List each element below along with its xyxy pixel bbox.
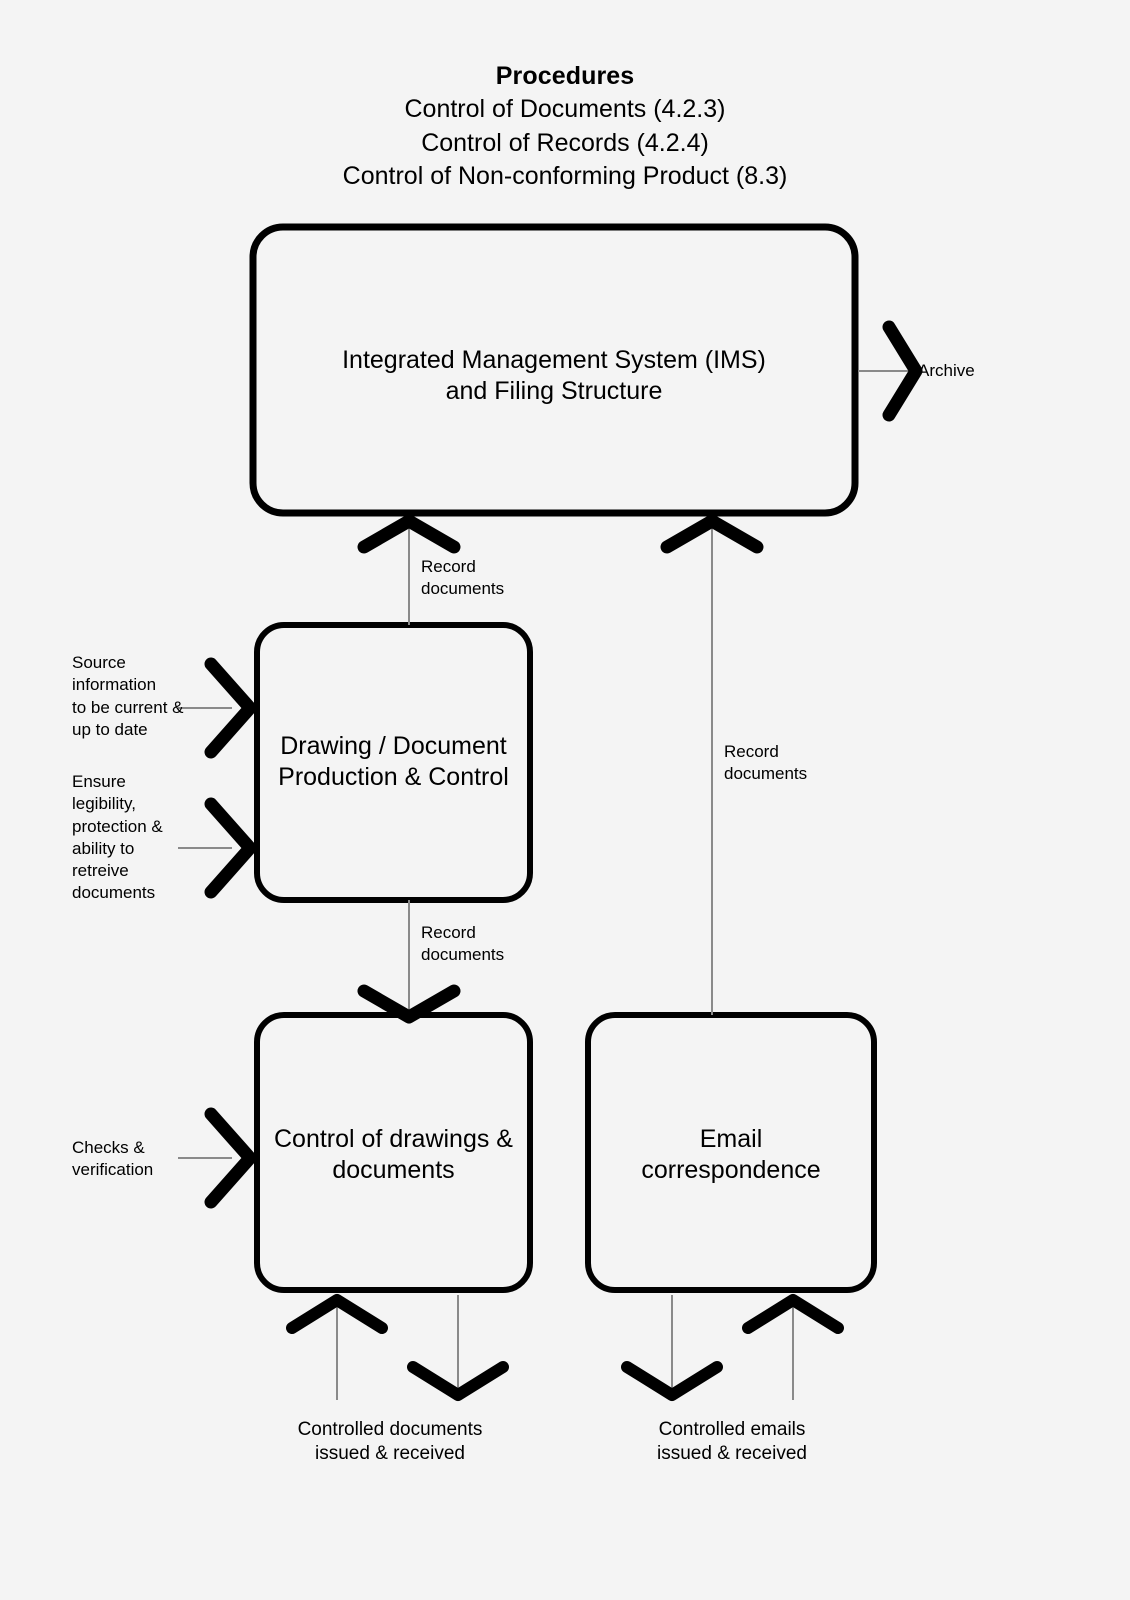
diagram-header: Procedures Control of Documents (4.2.3) … — [0, 60, 1130, 193]
node-box-ims[interactable] — [249, 223, 859, 517]
arrowhead-ensure-legibility-icon — [204, 797, 257, 899]
header-line-1: Control of Documents (4.2.3) — [404, 95, 726, 124]
arrowhead-source-information-icon — [204, 657, 257, 759]
arrowhead-controlled-documents-out-icon — [407, 1361, 509, 1401]
input-label-checks-verification: Checks & verification — [72, 1138, 154, 1180]
arrowhead-controlled-documents-in-icon — [286, 1294, 388, 1334]
arrowhead-controlled-emails-out-icon — [621, 1361, 723, 1401]
header-title: Procedures — [495, 62, 635, 90]
output-label-archive: Archive — [918, 361, 975, 380]
output-label-controlled-documents: Controlled documents issued & received — [297, 1419, 483, 1465]
node-label-drawing-document-production: Drawing / Document Production & Control — [278, 732, 509, 791]
arrowhead-drawing-to-control-icon — [357, 984, 461, 1024]
arrowhead-controlled-emails-in-icon — [742, 1294, 844, 1334]
arrowhead-checks-verification-icon — [204, 1107, 257, 1209]
node-label-email-correspondence: Email correspondence — [641, 1125, 821, 1184]
node-box-drawing-document-production[interactable] — [254, 622, 533, 903]
node-label-control-of-drawings: Control of drawings & documents — [273, 1125, 513, 1184]
input-label-ensure-legibility: Ensure legibility, protection & ability … — [72, 772, 163, 903]
arrowhead-drawing-to-ims-icon — [357, 514, 461, 554]
header-line-2: Control of Records (4.2.4) — [421, 128, 709, 157]
header-line-3: Control of Non-conforming Product (8.3) — [342, 161, 788, 190]
edge-label-record-documents-ims-left: Record documents — [421, 557, 505, 599]
edge-label-record-documents-drawing-to-control: Record documents — [421, 923, 505, 965]
arrowhead-archive-icon — [882, 320, 923, 422]
node-box-email-correspondence[interactable] — [585, 1012, 877, 1293]
output-label-controlled-emails: Controlled emails issued & received — [657, 1419, 807, 1465]
edge-label-record-documents-ims-right: Record documents — [724, 742, 808, 784]
input-label-source-information: Source information to be current & up to… — [72, 653, 184, 739]
node-label-ims: Integrated Management System (IMS) and F… — [342, 346, 766, 405]
arrowhead-email-to-ims-icon — [660, 514, 764, 554]
